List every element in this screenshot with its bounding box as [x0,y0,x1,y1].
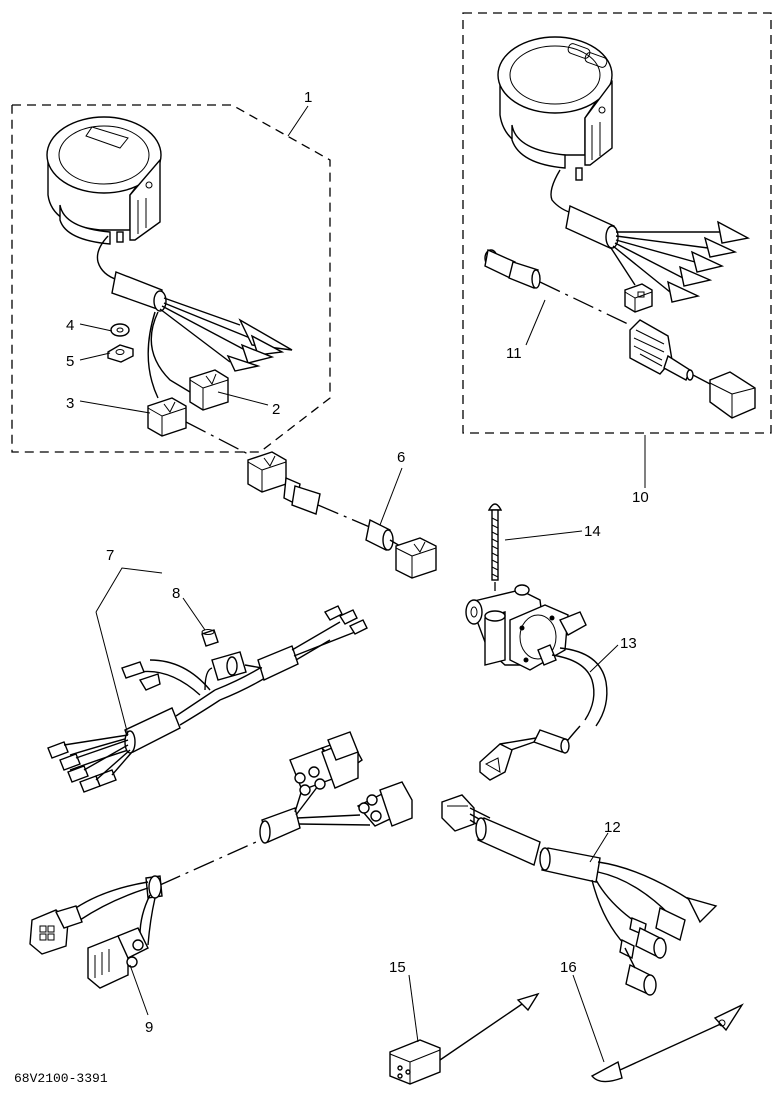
fuse-8 [201,629,219,647]
harness-9 [29,731,413,989]
callout-6: 6 [397,449,405,466]
leader-lines [79,105,646,1063]
callout-11: 11 [506,345,522,362]
callout-13: 13 [620,635,637,652]
group-1-border [11,104,331,453]
callout-10: 10 [632,489,649,506]
gauge-1 [46,116,162,245]
connector-15 [389,992,540,1085]
pin-wire-16 [590,1003,744,1083]
gauge-10 [497,36,613,181]
callout-9: 9 [145,1019,153,1036]
callout-16: 16 [560,959,577,976]
sensor-cable-11 [484,249,756,419]
connector-small-10 [624,283,653,313]
meter-assembly-10-group [462,12,772,434]
callout-1: 1 [304,89,312,106]
terminal-pins-10 [667,220,751,303]
drawing-code: 68V2100-3391 [14,1071,108,1086]
extension-harness-6 [185,421,437,579]
connector-2 [189,369,229,411]
callout-15: 15 [389,959,406,976]
callout-14: 14 [584,523,601,540]
harness-12 [441,794,718,996]
washer-4 [110,323,130,337]
terminal-pins-1 [226,318,293,372]
callout-labels: 1 2 3 4 5 6 7 8 9 10 11 12 13 14 15 16 [66,89,649,1036]
pressure-sensor-13 [465,584,608,781]
callout-5: 5 [66,353,74,370]
callout-8: 8 [172,585,180,602]
callout-12: 12 [604,819,621,836]
callout-4: 4 [66,317,74,334]
nut-5 [107,344,134,363]
callout-3: 3 [66,395,74,412]
meter-assembly-1-group [11,104,331,453]
connector-3 [147,397,187,437]
group-10-border [462,12,772,434]
main-harness-7 [47,605,368,793]
callout-7: 7 [106,547,114,564]
callout-2: 2 [272,401,280,418]
